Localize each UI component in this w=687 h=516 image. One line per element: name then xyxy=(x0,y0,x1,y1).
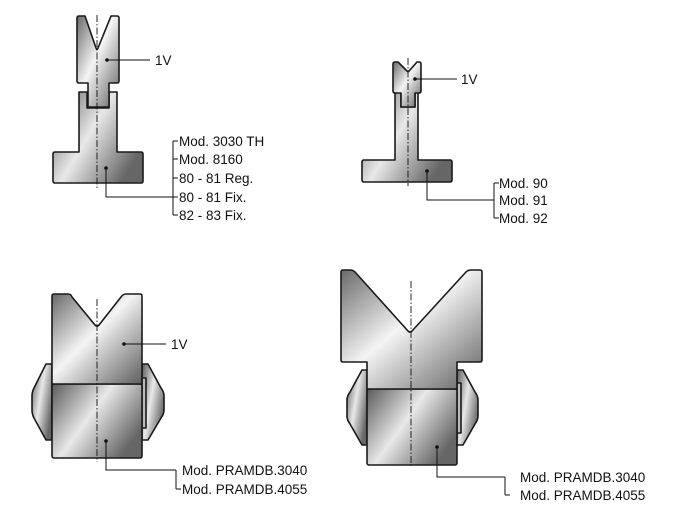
diagram-4: Mod. PRAMDB.3040 Mod. PRAMDB.4055 xyxy=(340,269,645,503)
holder-label: Mod. 8160 xyxy=(179,152,243,167)
holder-label: Mod. 3030 TH xyxy=(179,134,264,149)
die-1v-top xyxy=(76,15,120,108)
diagram-2: 1V Mod. 90 Mod. 91 Mod. 92 xyxy=(361,58,548,226)
clamp-right xyxy=(141,363,165,441)
die-label: 1V xyxy=(155,53,172,68)
holder-label: Mod. PRAMDB.3040 xyxy=(182,463,307,478)
holder-label: Mod. PRAMDB.4055 xyxy=(182,482,307,497)
holder-2 xyxy=(361,91,453,183)
bracket-ticks xyxy=(173,140,178,216)
leader-line xyxy=(105,441,176,471)
die-wide-v xyxy=(340,269,483,390)
leader-line xyxy=(436,447,505,478)
holder-1 xyxy=(52,91,144,184)
holder-label: Mod. 92 xyxy=(499,211,548,226)
holder-label: Mod. 90 xyxy=(499,176,548,191)
holder-label: Mod. PRAMDB.3040 xyxy=(520,470,645,485)
holder-label: Mod. 91 xyxy=(499,193,548,208)
holder-label: 80 - 81 Reg. xyxy=(179,171,253,186)
holder-label: Mod. PRAMDB.4055 xyxy=(520,488,645,503)
clamp-left xyxy=(346,369,368,446)
leader-line xyxy=(105,168,173,198)
die-label: 1V xyxy=(461,72,478,87)
holder-block-4 xyxy=(366,388,458,466)
clamp-left xyxy=(31,363,53,441)
holder-label: 80 - 81 Fix. xyxy=(179,190,247,205)
diagram-3: 1V Mod. PRAMDB.3040 Mod. PRAMDB.4055 xyxy=(31,293,307,497)
diagram-1: 1V Mod. 3030 TH Mod. 8160 80 - 81 Reg. 8… xyxy=(52,15,264,223)
clamp-right xyxy=(456,369,479,446)
holder-label: 82 - 83 Fix. xyxy=(179,208,247,223)
die-label: 1V xyxy=(171,337,188,352)
die-1v-small xyxy=(392,61,422,108)
leader-line xyxy=(426,171,494,201)
